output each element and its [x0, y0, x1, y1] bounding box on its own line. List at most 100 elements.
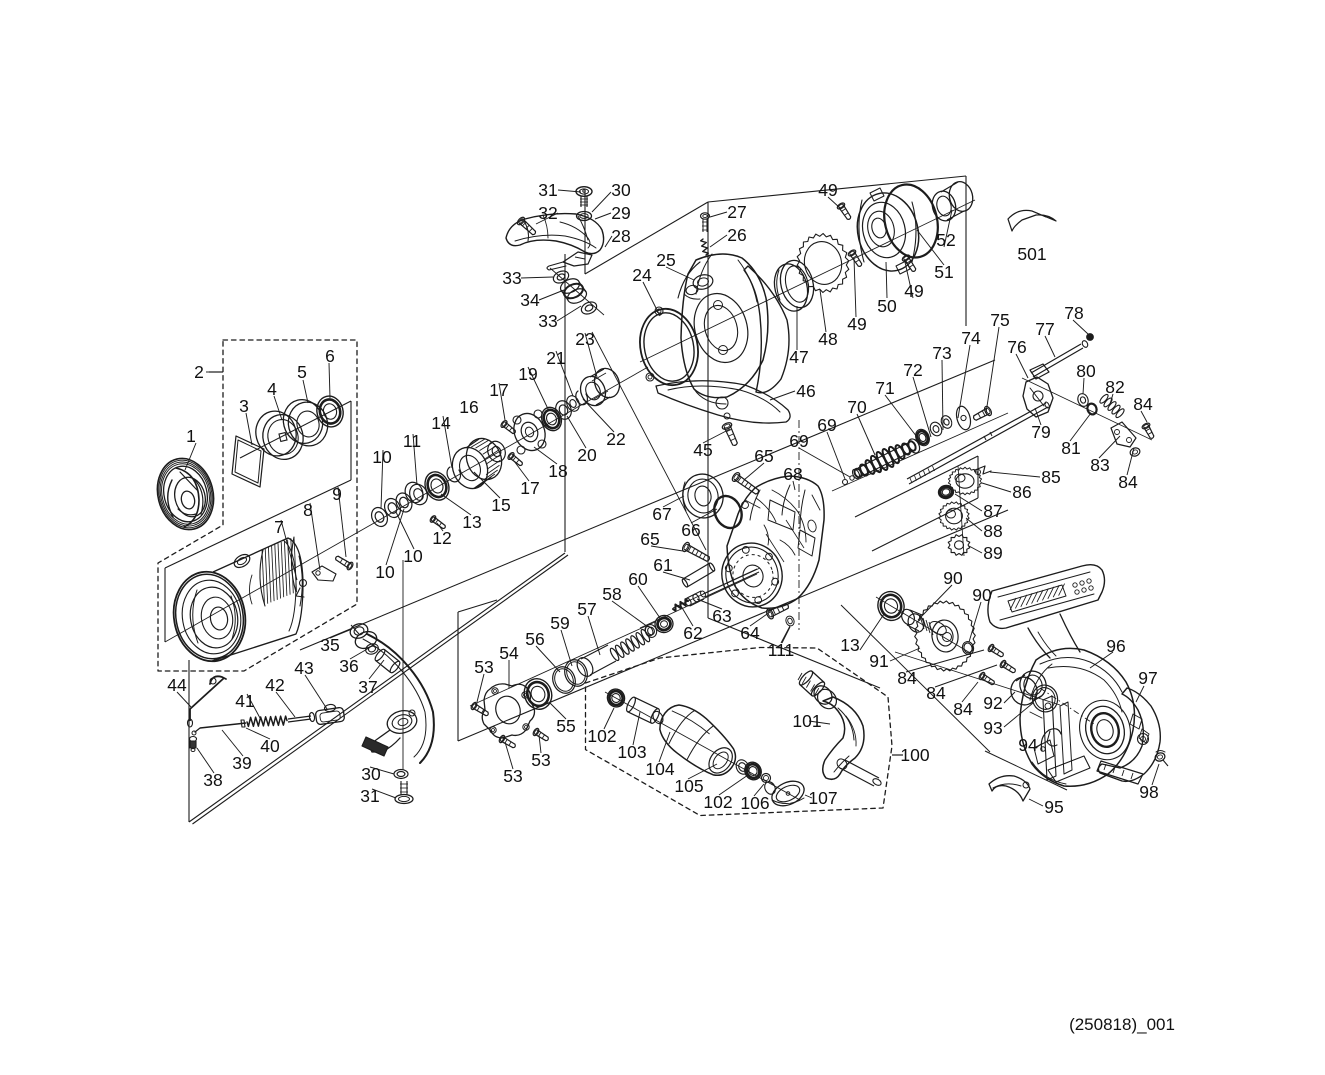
svg-text:33: 33 — [538, 311, 557, 331]
svg-text:63: 63 — [712, 606, 731, 626]
svg-text:90: 90 — [943, 568, 963, 588]
svg-text:62: 62 — [683, 623, 702, 643]
svg-text:101: 101 — [792, 711, 821, 731]
svg-text:65: 65 — [754, 446, 773, 466]
svg-text:28: 28 — [611, 226, 630, 246]
svg-text:30: 30 — [361, 764, 381, 784]
svg-text:12: 12 — [432, 528, 451, 548]
svg-text:107: 107 — [808, 788, 837, 808]
svg-text:94: 94 — [1018, 735, 1038, 755]
svg-text:71: 71 — [875, 378, 894, 398]
svg-text:34: 34 — [520, 290, 540, 310]
svg-text:72: 72 — [903, 360, 922, 380]
svg-text:74: 74 — [961, 328, 981, 348]
svg-text:3: 3 — [239, 396, 249, 416]
svg-text:96: 96 — [1106, 636, 1125, 656]
svg-text:102: 102 — [587, 726, 616, 746]
svg-text:93: 93 — [983, 718, 1002, 738]
svg-text:10: 10 — [375, 562, 395, 582]
svg-text:22: 22 — [606, 429, 625, 449]
svg-text:39: 39 — [232, 753, 251, 773]
svg-text:106: 106 — [740, 793, 769, 813]
svg-text:69: 69 — [817, 415, 836, 435]
svg-text:16: 16 — [459, 397, 478, 417]
svg-text:10: 10 — [403, 546, 423, 566]
svg-text:82: 82 — [1105, 377, 1124, 397]
svg-text:53: 53 — [474, 657, 493, 677]
svg-text:(250818)_001: (250818)_001 — [1069, 1015, 1175, 1034]
svg-text:43: 43 — [294, 658, 313, 678]
svg-text:89: 89 — [983, 543, 1002, 563]
svg-text:9: 9 — [332, 484, 342, 504]
svg-text:49: 49 — [904, 281, 923, 301]
svg-text:10: 10 — [372, 447, 392, 467]
svg-text:84: 84 — [1118, 472, 1138, 492]
svg-text:46: 46 — [796, 381, 815, 401]
svg-text:20: 20 — [577, 445, 597, 465]
svg-text:49: 49 — [847, 314, 866, 334]
svg-text:7: 7 — [274, 517, 284, 537]
svg-text:88: 88 — [983, 521, 1002, 541]
svg-text:13: 13 — [840, 635, 859, 655]
svg-text:83: 83 — [1090, 455, 1109, 475]
svg-text:68: 68 — [783, 464, 802, 484]
svg-text:90: 90 — [972, 585, 992, 605]
svg-text:85: 85 — [1041, 467, 1060, 487]
svg-text:55: 55 — [556, 716, 575, 736]
svg-text:77: 77 — [1035, 319, 1054, 339]
svg-text:67: 67 — [652, 504, 671, 524]
svg-text:4: 4 — [267, 379, 277, 399]
svg-text:18: 18 — [548, 461, 567, 481]
svg-text:95: 95 — [1044, 797, 1063, 817]
svg-text:105: 105 — [674, 776, 703, 796]
svg-text:66: 66 — [681, 520, 700, 540]
svg-text:57: 57 — [577, 599, 596, 619]
svg-text:81: 81 — [1061, 438, 1080, 458]
svg-text:56: 56 — [525, 629, 544, 649]
svg-text:42: 42 — [265, 675, 284, 695]
svg-text:29: 29 — [611, 203, 630, 223]
svg-text:38: 38 — [203, 770, 222, 790]
svg-text:84: 84 — [926, 683, 946, 703]
svg-text:111: 111 — [768, 640, 795, 660]
svg-text:84: 84 — [1133, 394, 1153, 414]
svg-text:84: 84 — [953, 699, 973, 719]
svg-text:35: 35 — [320, 635, 339, 655]
svg-text:25: 25 — [656, 250, 675, 270]
svg-text:501: 501 — [1017, 244, 1046, 264]
svg-text:21: 21 — [546, 348, 565, 368]
svg-text:36: 36 — [339, 656, 358, 676]
svg-text:100: 100 — [900, 745, 929, 765]
svg-text:24: 24 — [632, 265, 652, 285]
svg-text:33: 33 — [502, 268, 521, 288]
svg-text:79: 79 — [1031, 422, 1050, 442]
svg-text:32: 32 — [538, 203, 557, 223]
svg-text:76: 76 — [1007, 337, 1026, 357]
svg-text:98: 98 — [1139, 782, 1158, 802]
svg-text:8: 8 — [303, 500, 313, 520]
svg-text:60: 60 — [628, 569, 648, 589]
svg-text:47: 47 — [789, 347, 808, 367]
svg-text:50: 50 — [877, 296, 897, 316]
svg-text:75: 75 — [990, 310, 1009, 330]
svg-text:64: 64 — [740, 623, 760, 643]
svg-text:78: 78 — [1064, 303, 1083, 323]
svg-text:31: 31 — [538, 180, 557, 200]
svg-text:54: 54 — [499, 643, 519, 663]
svg-text:5: 5 — [297, 362, 307, 382]
svg-text:59: 59 — [550, 613, 569, 633]
svg-text:37: 37 — [358, 677, 377, 697]
svg-text:30: 30 — [611, 180, 631, 200]
svg-text:49: 49 — [818, 180, 837, 200]
svg-text:61: 61 — [653, 555, 672, 575]
svg-text:17: 17 — [489, 380, 508, 400]
svg-text:40: 40 — [260, 736, 280, 756]
svg-text:84: 84 — [897, 668, 917, 688]
svg-text:91: 91 — [869, 651, 888, 671]
svg-text:80: 80 — [1076, 361, 1096, 381]
svg-text:27: 27 — [727, 202, 746, 222]
svg-text:23: 23 — [575, 329, 594, 349]
svg-text:11: 11 — [403, 431, 421, 451]
svg-text:44: 44 — [167, 675, 187, 695]
svg-text:17: 17 — [520, 478, 539, 498]
